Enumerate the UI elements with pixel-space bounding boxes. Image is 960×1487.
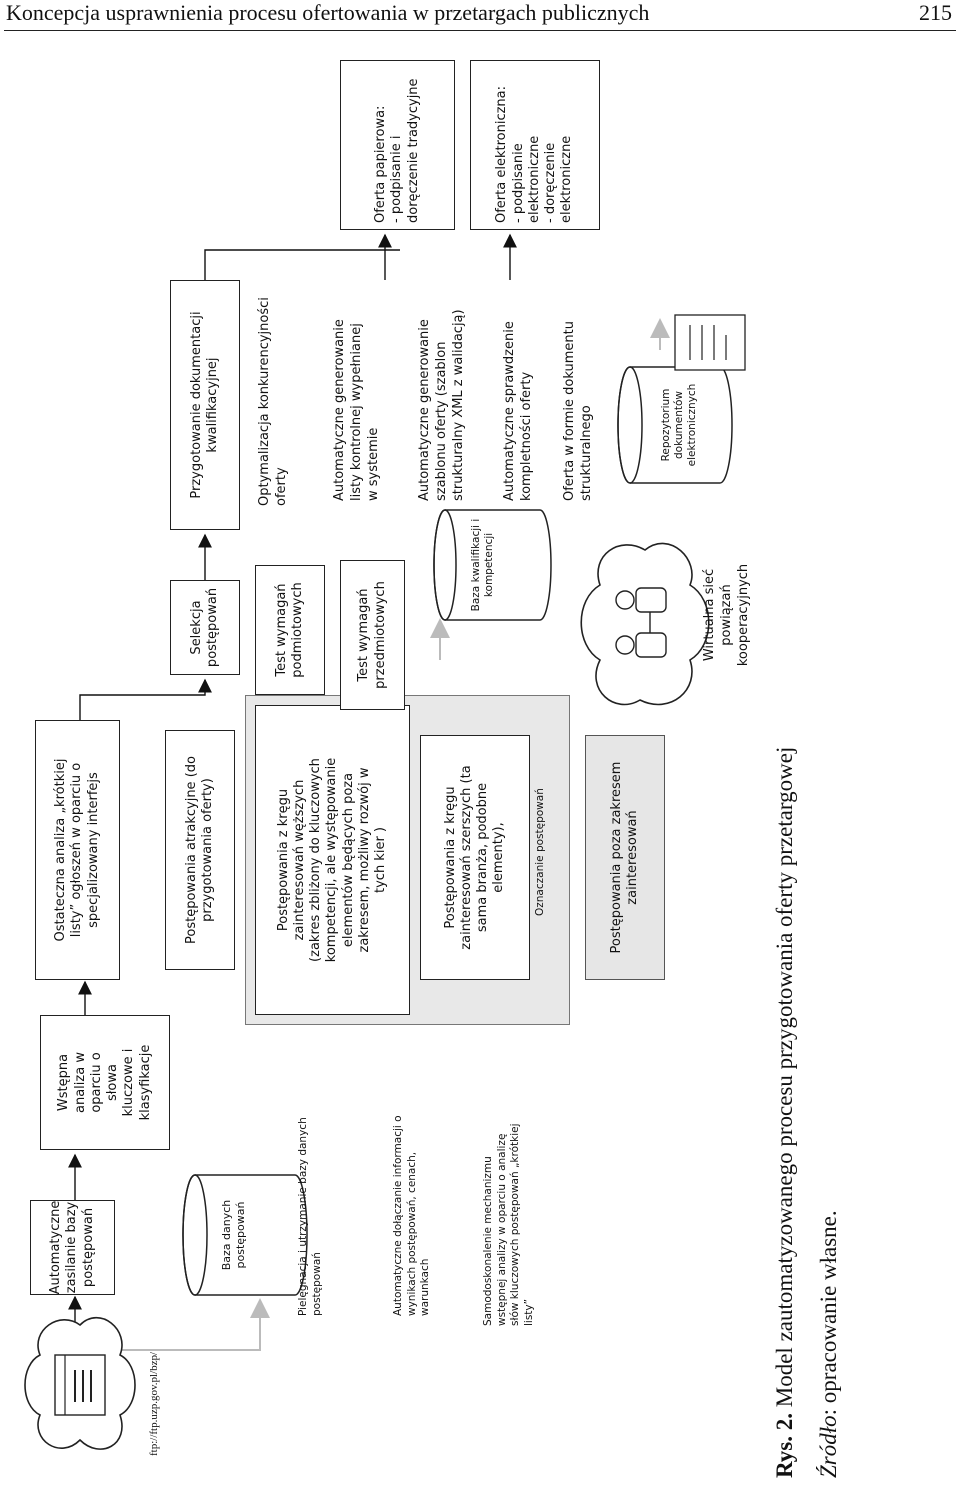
initial-analysis-box: Wstępna analiza w oparciu o słowa kluczo…: [40, 1015, 170, 1150]
initial-analysis-label: Wstępna analiza w oparciu o słowa kluczo…: [56, 1044, 153, 1121]
optimization-text: Optymalizacja konkurencyjności oferty: [257, 297, 289, 506]
object-test-box: Test wymagań przedmiotowych: [340, 560, 405, 710]
wide-interest-label: Postępowania z kręgu zainteresowań szers…: [442, 765, 507, 950]
cooperation-network-icon: [580, 542, 710, 706]
subject-test-box: Test wymagań podmiotowych: [255, 565, 325, 695]
prep-docs-label: Przygotowanie dokumentacji kwalifikacyjn…: [188, 311, 220, 499]
ftp-url: ftp://ftp.uzp.gov.pl/bzp/: [148, 1351, 160, 1456]
attractive-label: Postępowania atrakcyjne (do przygotowani…: [183, 756, 215, 944]
qualification-database-icon: [433, 509, 552, 621]
outside-interest-label: Postępowania poza zakresem zainteresowań: [608, 761, 640, 954]
prep-docs-box: Przygotowanie dokumentacji kwalifikacyjn…: [170, 280, 240, 530]
figure-label: Rys. 2.: [772, 1412, 797, 1478]
object-test-label: Test wymagań przedmiotowych: [356, 581, 388, 689]
final-analysis-box: Ostateczna analiza „krótkiej listy” ogło…: [35, 720, 120, 980]
narrow-interest-box: Postępowania z kręgu zainteresowań węższ…: [255, 705, 410, 1015]
narrow-interest-label: Postępowania z kręgu zainteresowań węższ…: [275, 757, 389, 963]
auto-template-text: Automatyczne generowanie szablonu oferty…: [417, 309, 466, 501]
arrow-final-to-selection: [79, 678, 212, 720]
electronic-offer-label: Oferta elektroniczna: - podpisanie elekt…: [494, 85, 575, 223]
repository-label: Repozytorium dokumentów elektronicznych: [660, 383, 699, 467]
figure-caption: Rys. 2. Model zautomatyzowanego procesu …: [772, 678, 812, 1478]
final-analysis-label: Ostateczna analiza „krótkiej listy” ogło…: [53, 758, 101, 942]
diagram-connectors: [24, 233, 746, 1450]
running-header-title: Koncepcja usprawnienia procesu ofertowan…: [6, 0, 650, 25]
source-label: Źródło: [816, 1415, 841, 1478]
figure-source: Źródło: opracowanie własne.: [816, 978, 856, 1478]
selection-box: Selekcja postępowań: [170, 580, 240, 675]
process-diagram: ftp://ftp.uzp.gov.pl/bzp/ Automatyczne z…: [20, 60, 780, 1460]
arrow-prep-to-paper: [204, 249, 400, 280]
maintenance-text: Pielęgnacja i utrzymanie bazy danych pos…: [297, 1117, 323, 1316]
marking-text: Oznaczanie postępowań: [534, 788, 546, 916]
self-improve-text: Samodoskonalenie mechanizmu wstępnej ana…: [482, 1123, 535, 1327]
selection-label: Selekcja postępowań: [188, 587, 220, 668]
auto-feed-label: Automatyczne zasilanie bazy postępowań: [48, 1200, 96, 1295]
database-icon: [182, 1174, 308, 1296]
header-rule: [4, 30, 956, 31]
electronic-offer-box: Oferta elektroniczna: - podpisanie elekt…: [470, 60, 600, 230]
grey-link-cloud-db: [115, 1298, 270, 1351]
page-number: 215: [919, 0, 952, 25]
auto-check-text: Automatyczne sprawdzenie kompletności of…: [502, 321, 534, 501]
web-page-icon: [54, 1354, 106, 1416]
source-text: : opracowanie własne.: [816, 1210, 841, 1416]
figure-caption-text: Model zautomatyzowanego procesu przygoto…: [772, 746, 797, 1413]
attractive-box: Postępowania atrakcyjne (do przygotowani…: [165, 730, 235, 970]
structured-offer-text: Oferta w formie dokumentu strukturalnego: [562, 321, 594, 501]
subject-test-label: Test wymagań podmiotowych: [273, 582, 305, 678]
outside-interest-box: Postępowania poza zakresem zainteresowań: [585, 735, 665, 980]
auto-feed-box: Automatyczne zasilanie bazy postępowań: [30, 1200, 115, 1295]
paper-offer-box: Oferta papierowa: - podpisanie i doręcze…: [340, 60, 455, 230]
wide-interest-box: Postępowania z kręgu zainteresowań szers…: [420, 735, 530, 980]
qualification-database-label: Baza kwalifikacji i kompetencji: [470, 518, 496, 612]
paper-offer-label: Oferta papierowa: - podpisanie i doręcze…: [373, 78, 421, 223]
auto-list-text: Automatyczne generowanie listy kontrolne…: [332, 319, 381, 501]
network-label: Wirtualna sieć powiązań kooperacyjnych: [702, 563, 751, 667]
repository-icon: [617, 314, 746, 484]
auto-append-text: Automatyczne dołączanie informacji o wyn…: [392, 1115, 432, 1316]
database-label: Baza danych postępowań: [220, 1199, 247, 1271]
